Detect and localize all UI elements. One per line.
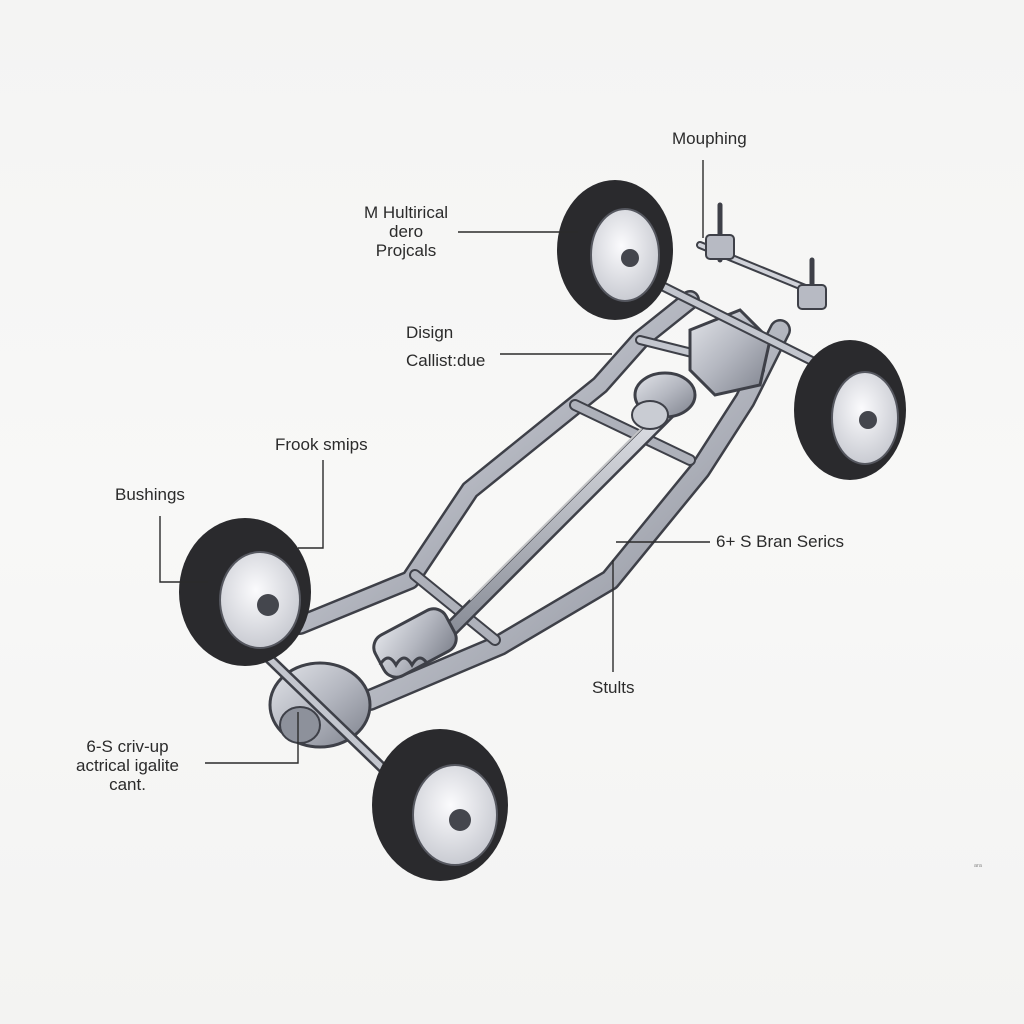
leader-lines <box>159 160 710 764</box>
leader-criv <box>205 712 299 764</box>
frame-rail-left <box>290 290 700 635</box>
label-brand-series: 6+ S Bran Serics <box>716 532 845 551</box>
driveshaft-icon <box>442 402 678 638</box>
corner-mark: ᵃʳᵃ <box>974 862 982 871</box>
differential-icon <box>244 634 401 786</box>
label-callistdue: Callist:due <box>406 351 486 370</box>
label-criv-up: 6-S criv-up actrical igalite cant. <box>76 737 179 794</box>
label-bushings: Bushings <box>115 485 185 504</box>
leader-frook <box>298 460 324 549</box>
wheel-front-right <box>794 340 906 480</box>
label-multirical: M Hultirical dero Projcals <box>364 203 449 260</box>
label-frook-smips: Frook smips <box>275 435 368 454</box>
label-stults: Stults <box>592 678 635 697</box>
wheel-front-left <box>557 180 673 320</box>
wheel-rear-left <box>179 518 311 666</box>
label-disign: Disign <box>406 323 454 342</box>
label-mouphing: Mouphing <box>672 129 747 148</box>
leader-bushings <box>159 516 208 583</box>
wheel-rear-right <box>372 729 508 881</box>
wheel-icon <box>179 180 906 881</box>
coil-spring <box>372 607 458 679</box>
